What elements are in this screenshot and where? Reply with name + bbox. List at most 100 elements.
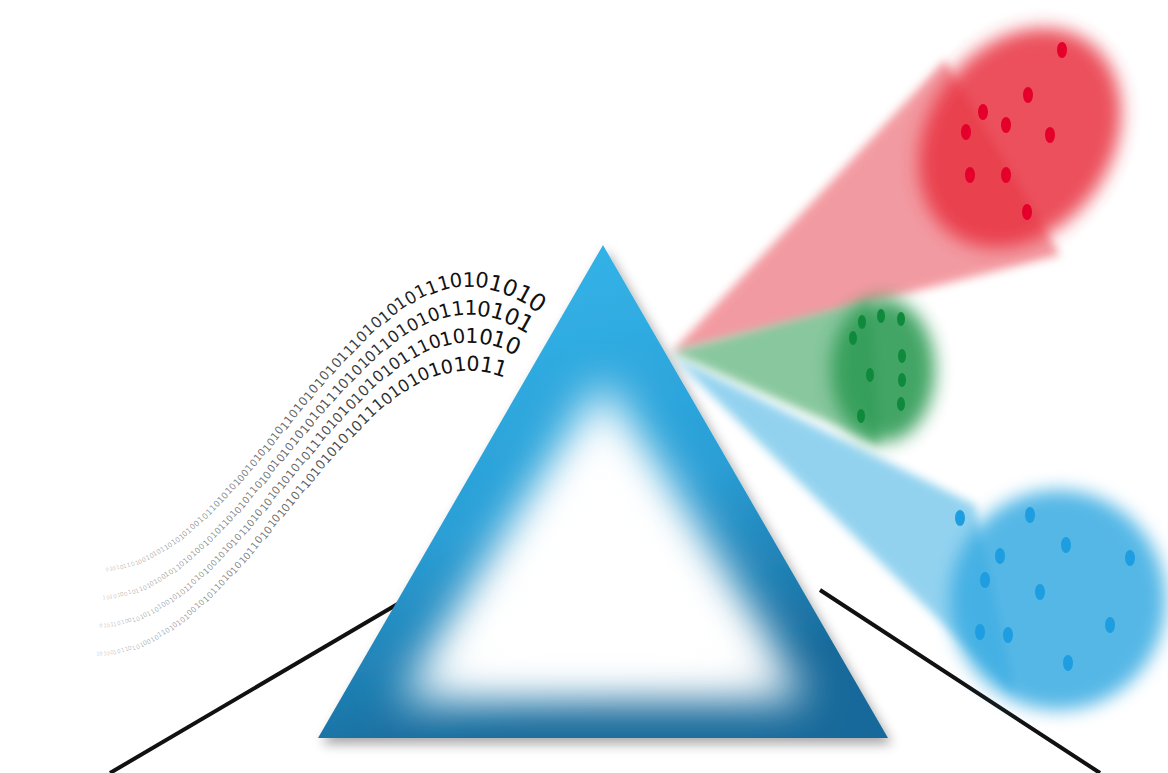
particle-dot — [978, 104, 988, 120]
binary-digit: 1 — [284, 495, 297, 508]
binary-digit: 0 — [135, 615, 141, 622]
binary-digit: 1 — [131, 645, 137, 652]
binary-digit: 1 — [237, 555, 248, 566]
binary-digit: 0 — [146, 638, 153, 646]
binary-digit: 1 — [168, 596, 176, 604]
binary-digit: 1 — [335, 349, 351, 365]
particle-dot — [1023, 87, 1033, 103]
binary-digit: 1 — [343, 424, 359, 440]
binary-digit: 1 — [324, 417, 339, 432]
binary-digit: 1 — [163, 543, 170, 551]
binary-digit: 0 — [235, 473, 246, 484]
binary-digit: 0 — [307, 382, 322, 396]
binary-digit: 1 — [182, 584, 190, 593]
binary-digit: 0 — [119, 564, 124, 570]
binary-digit: 1 — [308, 437, 323, 451]
green-beam — [672, 298, 935, 445]
binary-digit: 1 — [308, 464, 323, 478]
binary-digit: 1 — [131, 617, 137, 624]
binary-digit: 0 — [110, 650, 114, 656]
binary-digit: 1 — [202, 594, 211, 603]
prism-glow — [400, 380, 806, 700]
binary-digit: 0 — [200, 511, 209, 520]
binary-digit: 1 — [260, 442, 272, 454]
particle-dot — [1125, 550, 1135, 566]
binary-digit: 0 — [198, 570, 207, 579]
binary-digit: 0 — [137, 558, 143, 565]
binary-digit: 0 — [128, 646, 133, 653]
binary-digit: 0 — [233, 532, 244, 543]
binary-digit: 1 — [244, 490, 255, 501]
binary-digit: 1 — [275, 507, 288, 519]
binary-digit: 1 — [134, 560, 140, 567]
binary-digit: 1 — [513, 310, 538, 338]
binary-digit: 1 — [185, 526, 194, 535]
binary-digit: 0 — [476, 298, 492, 321]
binary-digit: 1 — [336, 403, 352, 419]
binary-digit: 0 — [261, 469, 273, 481]
binary-digit: 0 — [466, 354, 480, 375]
binary-digit: 1 — [245, 545, 256, 556]
binary-digit: 0 — [425, 304, 442, 325]
binary-digit: 1 — [127, 590, 132, 597]
binary-digit: 1 — [415, 337, 433, 358]
binary-digit: 1 — [349, 389, 366, 406]
binary-digit: 0 — [274, 452, 287, 464]
binary-digit: 1 — [318, 396, 333, 411]
binary-digit: 1 — [435, 273, 452, 294]
binary-digit: 0 — [289, 489, 303, 502]
binary-digit: 0 — [166, 541, 174, 549]
binary-digit: 0 — [287, 407, 301, 420]
binary-digit: 0 — [356, 382, 373, 399]
binary-digit: 1 — [209, 586, 219, 596]
particle-dot — [995, 548, 1005, 564]
particle-dot — [1001, 167, 1011, 183]
binary-digit: 0 — [319, 423, 334, 438]
binary-digit: 0 — [330, 410, 346, 425]
binary-digit: 0 — [148, 552, 155, 560]
binary-digit: 1 — [160, 629, 167, 637]
binary-digit: 1 — [174, 563, 182, 572]
binary-digit: 0 — [336, 431, 352, 447]
binary-digit: 0 — [225, 541, 236, 551]
binary-digit: 1 — [120, 620, 125, 626]
binary-digit: 1 — [249, 512, 261, 523]
particle-dot — [961, 124, 971, 140]
binary-digit: 0 — [343, 396, 359, 412]
binary-digit: 1 — [314, 430, 329, 444]
particle-dot — [897, 397, 905, 411]
binary-digit: 0 — [271, 485, 284, 497]
binary-digit: 0 — [120, 592, 125, 598]
binary-digit: 0 — [106, 595, 110, 601]
binary-digit: 1 — [237, 527, 248, 538]
binary-digit: 1 — [292, 401, 306, 414]
binary-digit: 1 — [153, 578, 160, 586]
binary-digit: 0 — [135, 643, 141, 650]
binary-digit: 0 — [298, 449, 312, 463]
binary-digit: 1 — [489, 328, 509, 353]
binary-digit: 0 — [245, 517, 256, 528]
binary-digit: 0 — [117, 649, 122, 655]
binary-digit: 1 — [113, 650, 117, 656]
binary-digit: 0 — [228, 482, 239, 492]
binary-digit: 1 — [171, 565, 179, 573]
binary-digit: 1 — [103, 651, 107, 656]
binary-digit: 1 — [217, 522, 227, 532]
binary-digit: 1 — [159, 546, 166, 554]
binary-digit: 0 — [164, 626, 172, 634]
binary-digit: 0 — [117, 621, 122, 627]
binary-digit: 1 — [330, 383, 346, 398]
binary-digit: 1 — [96, 651, 99, 656]
binary-digit: 0 — [439, 356, 455, 377]
binary-digit: 1 — [241, 522, 252, 533]
binary-digit: 1 — [363, 403, 380, 421]
binary-digit: 1 — [229, 564, 240, 574]
particle-dot — [1025, 507, 1035, 523]
binary-digit: 0 — [314, 458, 329, 472]
binary-digit: 1 — [395, 348, 413, 368]
binary-digit: 0 — [160, 601, 167, 609]
binary-digit: 1 — [216, 495, 226, 505]
binary-digit: 0 — [524, 289, 550, 318]
